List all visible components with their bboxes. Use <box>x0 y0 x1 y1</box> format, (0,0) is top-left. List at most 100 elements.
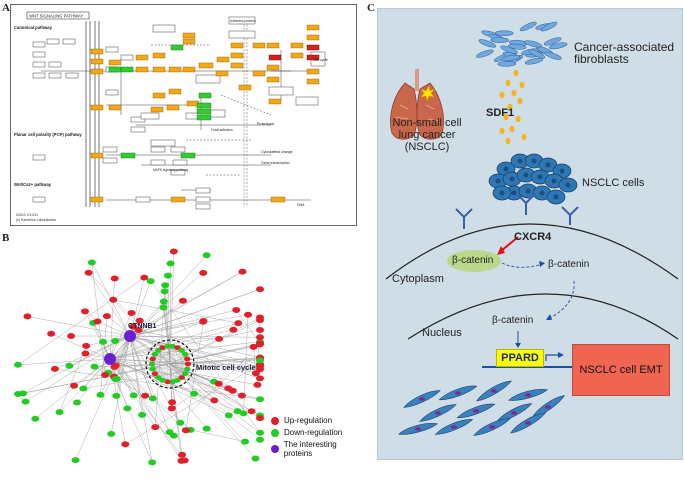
cluster-node <box>184 357 190 362</box>
network-node <box>256 363 264 369</box>
network-node <box>148 459 156 465</box>
network-node <box>82 350 90 356</box>
network-node <box>94 318 102 324</box>
footer-line-2: (c) Kanehisa Laboratories <box>16 218 56 222</box>
network-node <box>168 405 176 411</box>
lung-label: Non-small cell lung cancer (NSCLC) <box>388 117 466 153</box>
network-node <box>256 396 264 402</box>
network-node <box>256 314 264 320</box>
network-edge <box>51 334 110 359</box>
network-edge <box>60 346 87 412</box>
network-edge <box>115 289 260 341</box>
kegg-pathway-diagram: WNT SIGNALING PATHWAY Canonical pathway … <box>11 5 356 225</box>
label-cell-cycle: Cell cycle <box>313 58 328 62</box>
cluster-node <box>150 367 156 372</box>
network-node <box>199 270 207 276</box>
network-node <box>31 416 39 422</box>
section-calcium: Wnt/Ca2+ pathway <box>14 182 52 187</box>
interesting-protein-node <box>124 330 136 342</box>
beta-catenin-cytoplasm-label: β-catenin <box>548 259 589 271</box>
panel-b-letter: B <box>2 232 9 244</box>
network-node <box>160 305 168 311</box>
network-node <box>73 400 81 406</box>
sdf1-label: SDF1 <box>486 107 514 119</box>
fibroblast-cell <box>524 39 543 48</box>
nsclc-cell-nucleus <box>546 163 551 168</box>
network-node <box>248 408 256 414</box>
mesenchymal-cell-nucleus <box>491 389 497 393</box>
label-gene-transcription: Gene transcription <box>261 161 290 165</box>
hub-label: CTNNB1 <box>128 323 156 330</box>
network-node <box>147 278 155 284</box>
network-node <box>238 269 246 275</box>
network-node <box>88 259 96 265</box>
cluster-node <box>149 362 155 367</box>
interesting-protein-node <box>104 353 116 365</box>
network-node <box>127 310 135 316</box>
section-canonical: Canonical pathway <box>14 25 53 30</box>
beta-catenin-nucleus-label: β-catenin <box>492 315 533 327</box>
network-node <box>121 441 129 447</box>
emt-box: NSCLC cell EMT <box>572 344 670 396</box>
legend-interesting-proteins: The interesting proteins <box>271 440 365 458</box>
network-node <box>81 308 89 314</box>
cluster-node <box>184 367 190 372</box>
network-node <box>109 297 117 303</box>
network-edge <box>191 430 245 442</box>
cluster-node <box>150 357 156 362</box>
network-edge <box>27 316 130 336</box>
section-pcp: Planar cell polarity (PCP) pathway <box>14 132 82 137</box>
label-cytoskeletal: Cytoskeletal change <box>261 150 293 154</box>
fibroblast-cell <box>491 38 509 43</box>
legend-up-dot <box>271 417 279 425</box>
network-node <box>229 388 237 394</box>
network-node <box>166 429 174 435</box>
network-node <box>91 364 99 370</box>
nsclc-cell-nucleus <box>538 175 543 180</box>
network-node <box>176 420 184 426</box>
sdf1-dot <box>520 82 525 88</box>
panel-c-letter: C <box>367 2 375 14</box>
network-edge <box>130 336 142 415</box>
sdf1-dot <box>506 80 511 86</box>
nsclc-cell-nucleus <box>512 191 517 196</box>
network-node <box>256 341 264 347</box>
network-node <box>47 331 55 337</box>
nsclc-cell-nucleus <box>552 179 557 184</box>
legend-down-regulation: Down-regulation <box>271 428 342 437</box>
network-node <box>215 336 223 342</box>
network-node <box>140 275 148 281</box>
network-node <box>70 383 78 389</box>
network-node <box>149 395 157 401</box>
emt-label: NSCLC cell EMT <box>579 364 662 376</box>
fibroblast-cell <box>544 50 563 61</box>
network-node <box>138 412 146 418</box>
network-node <box>179 298 187 304</box>
nsclc-cell-nucleus <box>526 189 531 194</box>
network-node <box>200 318 208 324</box>
nsclc-cell-nucleus <box>554 195 559 200</box>
nsclc-cell-nucleus <box>500 191 505 196</box>
panel-a-letter: A <box>2 2 10 14</box>
panel-c-mechanism-schematic: Cancer-associated fibroblasts Non-small … <box>377 8 683 460</box>
sdf1-dot <box>516 116 521 122</box>
fibroblast-cell <box>498 61 516 66</box>
network-node <box>51 366 59 372</box>
label-proteolysis: Proteolysis <box>257 122 274 126</box>
sdf1-dot <box>518 98 523 104</box>
network-node <box>161 282 169 288</box>
network-node <box>85 270 93 276</box>
network-node <box>256 437 264 443</box>
mesenchymal-cell-nucleus <box>545 405 551 409</box>
nsclc-cell-nucleus <box>504 167 509 172</box>
cxcr4-label: CXCR4 <box>514 231 551 243</box>
network-node <box>14 391 22 397</box>
network-node <box>103 313 111 319</box>
network-node <box>256 415 264 421</box>
network-node <box>253 382 261 388</box>
network-node <box>79 385 87 391</box>
network-node <box>82 343 90 349</box>
network-node <box>111 338 119 344</box>
network-node <box>210 397 218 403</box>
network-node <box>181 457 189 463</box>
